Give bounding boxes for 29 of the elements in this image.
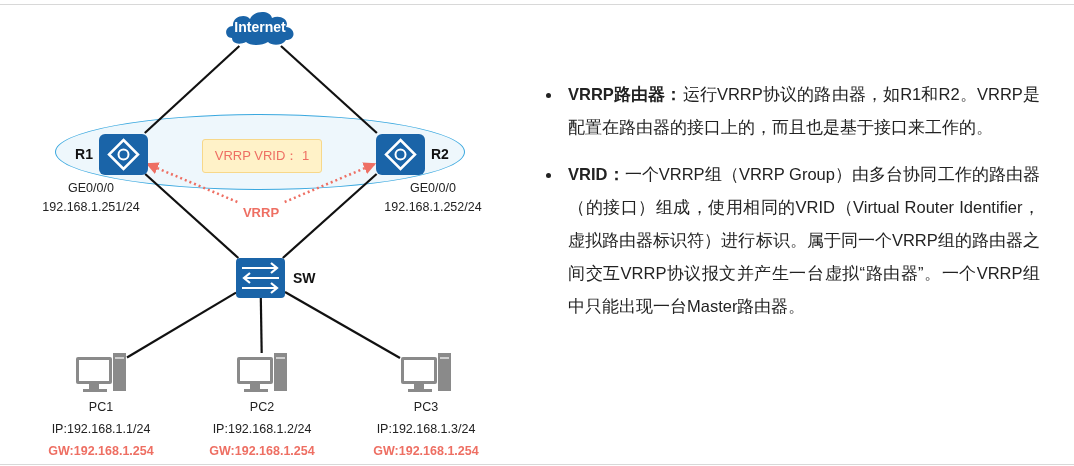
link-line bbox=[144, 45, 241, 134]
link-line bbox=[282, 173, 378, 259]
cloud-label: Internet bbox=[234, 19, 286, 35]
gateway-label: GW:192.168.1.254 bbox=[209, 444, 315, 458]
link-line bbox=[280, 45, 378, 134]
link-line bbox=[144, 173, 240, 259]
interface-label: GE0/0/0 bbox=[68, 181, 114, 195]
router-label: R2 bbox=[431, 146, 449, 162]
dotted-arrow bbox=[284, 162, 377, 204]
interface-label: GE0/0/0 bbox=[410, 181, 456, 195]
protocol-label: VRRP bbox=[236, 202, 286, 222]
interface-label: 192.168.1.251/24 bbox=[42, 200, 140, 214]
paragraph: VRID：一个VRRP组（VRRP Group）由多台协同工作的路由器（的接口）组成，使用相同的VRID（Virtual Router Identifier，虚拟路由器标识符）进行标识。属于同一个VRRP组的路由器之间交互VRRP协议报文并产生一台虚拟“路由器”。一个VRRP组中只能出现一台Master路由器。 bbox=[568, 164, 1040, 317]
interface-label: 192.168.1.252/24 bbox=[384, 200, 482, 214]
gateway-label: GW:192.168.1.254 bbox=[48, 444, 154, 458]
link-line bbox=[259, 298, 263, 353]
ip-label: IP:192.168.1.1/24 bbox=[51, 422, 151, 436]
vrid-box: VRRP VRID： 1 bbox=[202, 139, 322, 173]
ip-label: IP:192.168.1.2/24 bbox=[212, 422, 312, 436]
pc-label: PC2 bbox=[249, 400, 275, 414]
switch-label: SW bbox=[293, 270, 316, 286]
router-label: R1 bbox=[75, 146, 93, 162]
gateway-label: GW:192.168.1.254 bbox=[373, 444, 479, 458]
paragraph: VRRP路由器：运行VRRP协议的路由器，如R1和R2。VRRP是配置在路由器的接口上的，而且也是基于接口来工作的。 bbox=[568, 84, 1040, 138]
link-line bbox=[126, 291, 237, 359]
pc-label: PC3 bbox=[413, 400, 439, 414]
link-line bbox=[284, 291, 401, 360]
ip-label: IP:192.168.1.3/24 bbox=[376, 422, 476, 436]
pc-label: PC1 bbox=[88, 400, 114, 414]
